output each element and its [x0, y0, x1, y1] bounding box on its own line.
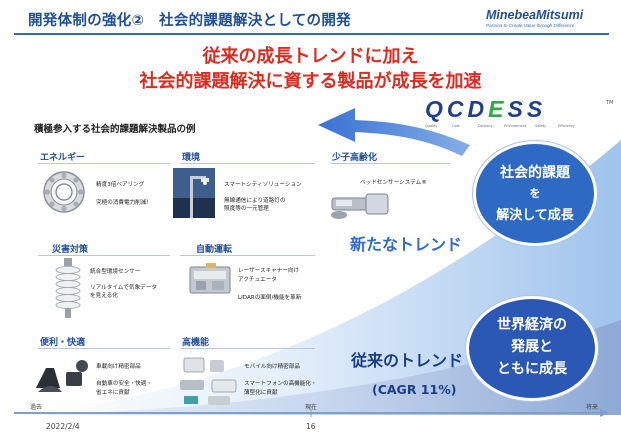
qcdess-sub-environment: Environment: [504, 124, 527, 128]
circle-bottom-line-3: ともに成長: [497, 361, 567, 377]
bed-sensor-image: [331, 193, 389, 219]
category-high-function: 高機能: [182, 338, 210, 348]
category-environment-underline: [180, 163, 315, 164]
bearing-image: [43, 171, 85, 213]
streetlight-image: [173, 168, 215, 218]
category-environment: 環境: [182, 153, 201, 163]
headline-line-2: 社会的課題解決に資する製品が成長を加速: [139, 71, 482, 92]
category-aging: 少子高齢化: [332, 153, 378, 163]
circle-top-line-2: を: [529, 187, 541, 200]
economic-growth-circle: 世界経済の 発展と ともに成長: [466, 296, 598, 401]
category-autonomous-underline: [180, 255, 315, 256]
category-aging-underline: [330, 163, 450, 164]
disaster-product-desc-1: リアルタイムで気象データ: [90, 285, 157, 291]
category-convenience-underline: [38, 348, 170, 349]
high-function-product-desc-1: スマートフォンの高機能化・: [244, 381, 317, 387]
company-logo: MinebeaMitsumi Passion to Create Value t…: [486, 8, 618, 28]
energy-product-label: 精度3倍ベアリング: [96, 182, 145, 188]
category-disaster-underline: [38, 255, 170, 256]
circle-top-line-1: 社会的課題: [500, 165, 570, 181]
circle-top-line-3: 解決して成長: [496, 208, 574, 223]
autonomous-product-desc: LIDARの面倒/機能を革新: [238, 295, 302, 301]
aging-product-label: ベッドセンサーシステム®: [360, 180, 427, 186]
environment-product-desc-2: 照度等の一元管理: [224, 206, 269, 212]
energy-product-desc: 究極の消費電力削減！: [96, 200, 152, 206]
new-trend-label: 新たなトレンド: [350, 235, 463, 254]
autonomous-product-label-2: アクチュエータ: [238, 277, 277, 283]
qcdess-sub-efficiency: Efficiency: [558, 124, 575, 128]
page-number: 16: [306, 422, 316, 431]
old-trend-label: 従来のトレンド: [351, 351, 464, 370]
headline-line-1: 従来の成長トレンドに加え: [202, 46, 419, 67]
qcdess-sub-cost: Cost: [452, 124, 460, 128]
examples-title: 積極参入する社会的課題解決製品の例: [34, 124, 196, 135]
high-function-product-desc-2: 薄型化に貢献: [244, 390, 278, 396]
qcdess-letter-e: E: [488, 96, 508, 122]
qcdess-letter-d: D: [467, 96, 489, 122]
qcdess-letter-c: C: [446, 96, 468, 122]
qcdess-sub-quality: Quality: [425, 124, 438, 128]
qcdess-letter-q: Q: [425, 96, 447, 122]
category-energy-underline: [38, 163, 170, 164]
time-axis-arrowhead: [600, 409, 609, 417]
disaster-product-desc-2: を見える化: [90, 293, 118, 299]
old-trend-area: [20, 320, 621, 415]
autonomous-product-label-1: レーザースキャナー向け: [238, 268, 300, 274]
category-high-function-underline: [180, 348, 315, 349]
footer-date: 2022/2/4: [46, 422, 80, 431]
qcdess-letter-s2: S: [526, 96, 547, 122]
timeline-present: 現在: [305, 404, 318, 411]
convenience-product-desc-1: 自動車の安全・快適・: [96, 381, 152, 387]
category-disaster: 災害対策: [52, 245, 89, 255]
convenience-product-desc-2: 省エネに貢献: [96, 390, 130, 396]
qcdess-sub-delivery: Delivery: [478, 124, 493, 128]
high-function-product-label: モバイル向け精密部品: [244, 364, 300, 370]
qcdess-logo: QCDESS: [425, 96, 546, 123]
timeline-future: 将来: [586, 404, 599, 411]
automotive-parts-image: [36, 360, 88, 392]
circle-bottom-line-1: 世界経済の: [497, 317, 567, 333]
timeline-past: 過去: [30, 404, 43, 411]
disaster-product-label: 統合型環境センサー: [90, 269, 141, 275]
circle-bottom-line-2: 発展と: [511, 339, 553, 355]
qcdess-letter-s1: S: [507, 96, 527, 122]
cagr-label: (CAGR 11%): [372, 382, 457, 397]
logo-tagline: Passion to Create Value through Differen…: [486, 23, 575, 28]
logo-name: MinebeaMitsumi: [486, 8, 584, 22]
category-energy: エネルギー: [40, 153, 86, 163]
environment-product-label: スマートシティソリューション: [224, 182, 302, 188]
mobile-parts-image: [180, 357, 237, 405]
environment-sensor-image: [55, 258, 81, 318]
page-title: 開発体制の強化② 社会的課題解決としての開発: [28, 13, 351, 29]
category-convenience: 便利・快適: [40, 338, 86, 348]
environment-product-desc-1: 無線通信により道路灯の: [224, 198, 286, 204]
social-issue-growth-circle: 社会的課題 を 解決して成長: [473, 141, 597, 246]
category-autonomous: 自動運転: [196, 245, 233, 255]
qcdess-trademark: TM: [606, 100, 614, 106]
lidar-actuator-image: [189, 263, 231, 294]
title-divider: [14, 33, 609, 35]
qcdess-sub-safety: Safety: [535, 124, 547, 128]
growth-arrow: [318, 108, 470, 156]
convenience-product-label: 車載向け精密部品: [96, 364, 141, 370]
